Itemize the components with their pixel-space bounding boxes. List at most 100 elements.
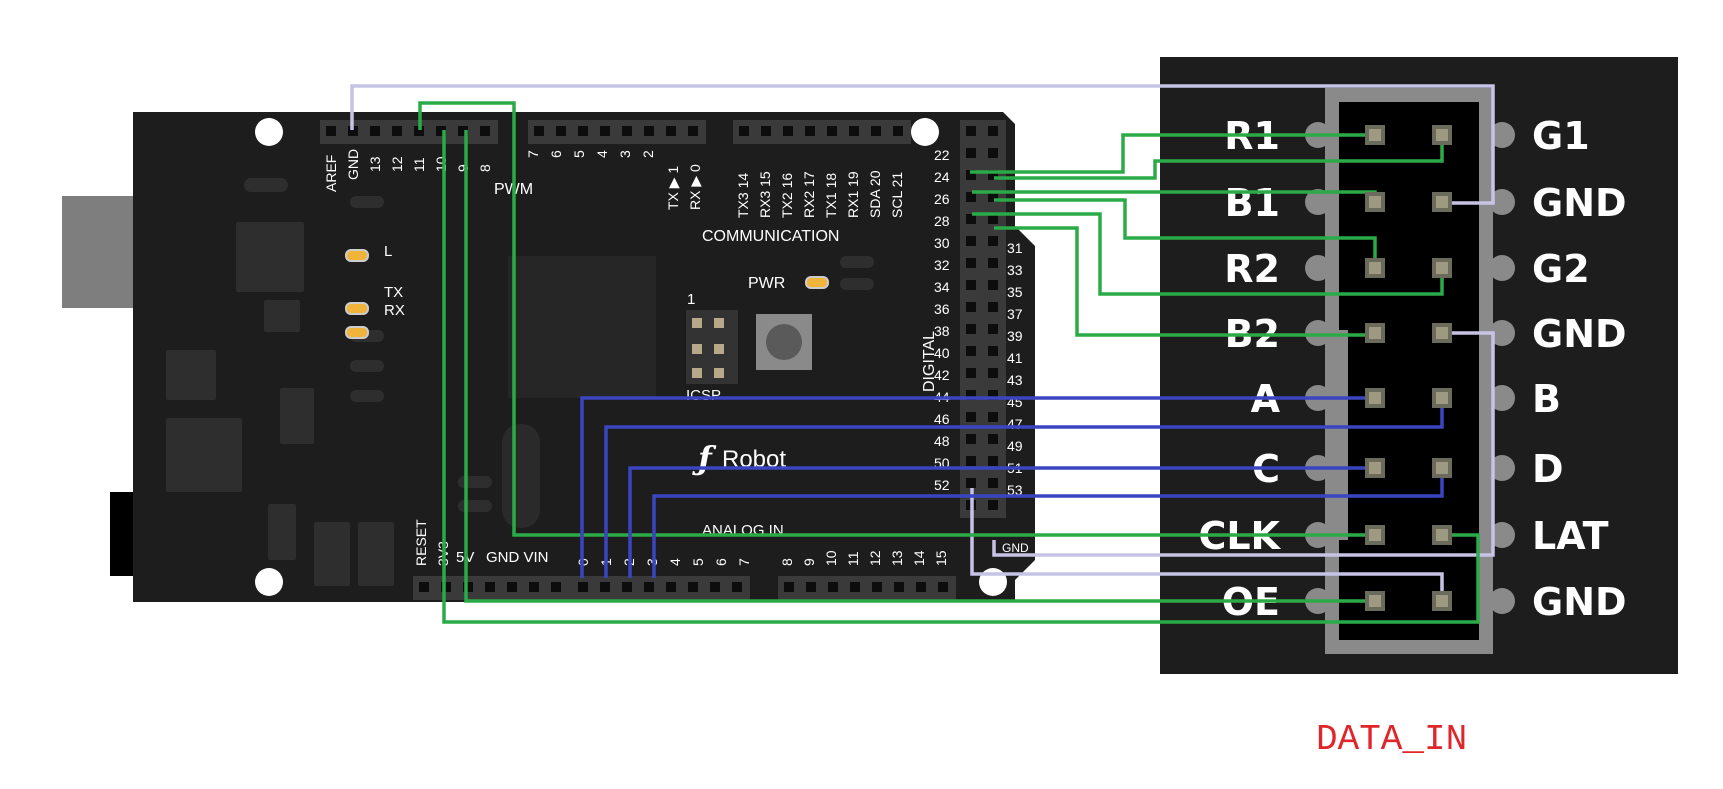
board-components [166, 178, 874, 586]
header-pin-pad-center [1369, 196, 1381, 208]
header-pin-pad-center [1369, 129, 1381, 141]
pin-number-label: 9 [455, 164, 471, 172]
digital-pin-label: 52 [934, 477, 950, 493]
analog-pin-label: 9 [801, 558, 817, 566]
connector-right-label: LAT [1532, 514, 1609, 558]
pin-number-label: 11 [411, 157, 427, 172]
pin-headers [320, 120, 1006, 600]
digital-pin-label: 49 [1007, 438, 1023, 454]
comm-pin-label: RX2 17 [801, 171, 817, 218]
pin-number-label: 12 [389, 156, 405, 172]
header-pwm [528, 120, 706, 144]
header-pin-pad-center [1436, 327, 1448, 339]
wire-oe [464, 130, 1375, 603]
header-pin-pad-center [1436, 529, 1448, 541]
communication-label: COMMUNICATION [702, 228, 839, 245]
connector-right-label: GND [1532, 181, 1627, 225]
comm-pin-label: TX1 18 [823, 173, 839, 218]
digital-label: DIGITAL [921, 331, 938, 392]
pwr-label: PWR [748, 275, 785, 292]
connector-left-label: R2 [1224, 247, 1280, 291]
wire-b2 [994, 226, 1375, 337]
digital-pin-label: 30 [934, 235, 950, 251]
icsp-label: ICSP [686, 387, 721, 404]
idc-key-notch [1339, 330, 1348, 540]
digital-pin-label: 32 [934, 257, 950, 273]
connector-pin-right [1489, 255, 1515, 281]
reset-button [756, 314, 812, 370]
header-pin-pad-center [1369, 595, 1381, 607]
analog-pin-label: 13 [889, 550, 905, 566]
gnd-top-label: GND [345, 149, 361, 180]
digital-pin-label: 37 [1007, 306, 1023, 322]
aref-label: AREF [323, 155, 339, 192]
rx-arrow-label: RX ▶ 0 [687, 164, 703, 210]
wire-c [628, 466, 1375, 578]
wire-clk [418, 101, 1375, 537]
header-pin-pad-center [1436, 129, 1448, 141]
digital-pin-label: 46 [934, 411, 950, 427]
digital-pin-label: 41 [1007, 350, 1023, 366]
analog-pin-label: 3 [644, 558, 660, 566]
header-pin-pad-center [1369, 262, 1381, 274]
connector-pads [1365, 125, 1452, 611]
digital-pin-label: 38 [934, 323, 950, 339]
header-pin-pad-center [1436, 392, 1448, 404]
digital-pin-label: 48 [934, 433, 950, 449]
wires [350, 84, 1495, 624]
connector-pin-right [1489, 122, 1515, 148]
mounting-hole [255, 118, 283, 146]
analog-pin-label: 8 [779, 558, 795, 566]
header-pin-pad-center [1369, 529, 1381, 541]
header-pin-pad-center [1436, 262, 1448, 274]
connector-caption: DATA_IN [1316, 719, 1467, 760]
l-label: L [384, 243, 392, 260]
mounting-hole [979, 568, 1007, 596]
mounting-hole [255, 568, 283, 596]
gnd-bottom-label: GND [1002, 541, 1029, 555]
wire-g1 [994, 135, 1444, 180]
pin-number-label: 10 [433, 156, 449, 172]
header-analog-left [572, 576, 750, 600]
connector-pin-right [1489, 385, 1515, 411]
analog-pin-label: 10 [823, 550, 839, 566]
wire-a [580, 396, 1375, 578]
header-pin-pad-center [1436, 196, 1448, 208]
icsp-header [686, 310, 738, 384]
connector-right-label: GND [1532, 312, 1627, 356]
connector-right-label: D [1532, 447, 1564, 491]
comm-pin-label: SDA 20 [867, 170, 883, 218]
connector-pin-right [1489, 189, 1515, 215]
analog-pin-label: 5 [690, 558, 706, 566]
digital-pin-label: 36 [934, 301, 950, 317]
pin-number-label: 5 [571, 150, 587, 158]
wire-r2 [994, 198, 1377, 268]
pin-number-label: 6 [548, 150, 564, 158]
analog-pin-label: 7 [736, 558, 752, 566]
connector-pin-right [1489, 522, 1515, 548]
header-pin-pad-center [1369, 462, 1381, 474]
tx-arrow-label: TX ▶ 1 [665, 166, 681, 210]
connector-pin-left [1305, 320, 1331, 346]
pin-number-label: 7 [525, 150, 541, 158]
pin-number-label: 3 [617, 150, 633, 158]
comm-pin-label: SCL 21 [889, 172, 905, 218]
digital-pin-label: 35 [1007, 284, 1023, 300]
connector-pin-left [1305, 255, 1331, 281]
header-top-left [320, 120, 498, 144]
icsp-pin1-label: 1 [687, 291, 695, 308]
header-pin-pad-center [1436, 462, 1448, 474]
header-pin-pad-center [1369, 392, 1381, 404]
digital-pin-label: 39 [1007, 328, 1023, 344]
header-power [413, 576, 591, 600]
comm-pin-label: TX2 16 [779, 173, 795, 218]
reset-label: RESET [413, 519, 429, 566]
connector-left-label: B1 [1225, 181, 1280, 225]
digital-pin-label: 42 [934, 367, 950, 383]
status-leds [345, 249, 829, 339]
digital-pin-label: 31 [1007, 240, 1023, 256]
comm-pin-label: RX3 15 [757, 171, 773, 218]
digital-pin-label: 47 [1007, 416, 1023, 432]
pin-number-label: 2 [640, 150, 656, 158]
